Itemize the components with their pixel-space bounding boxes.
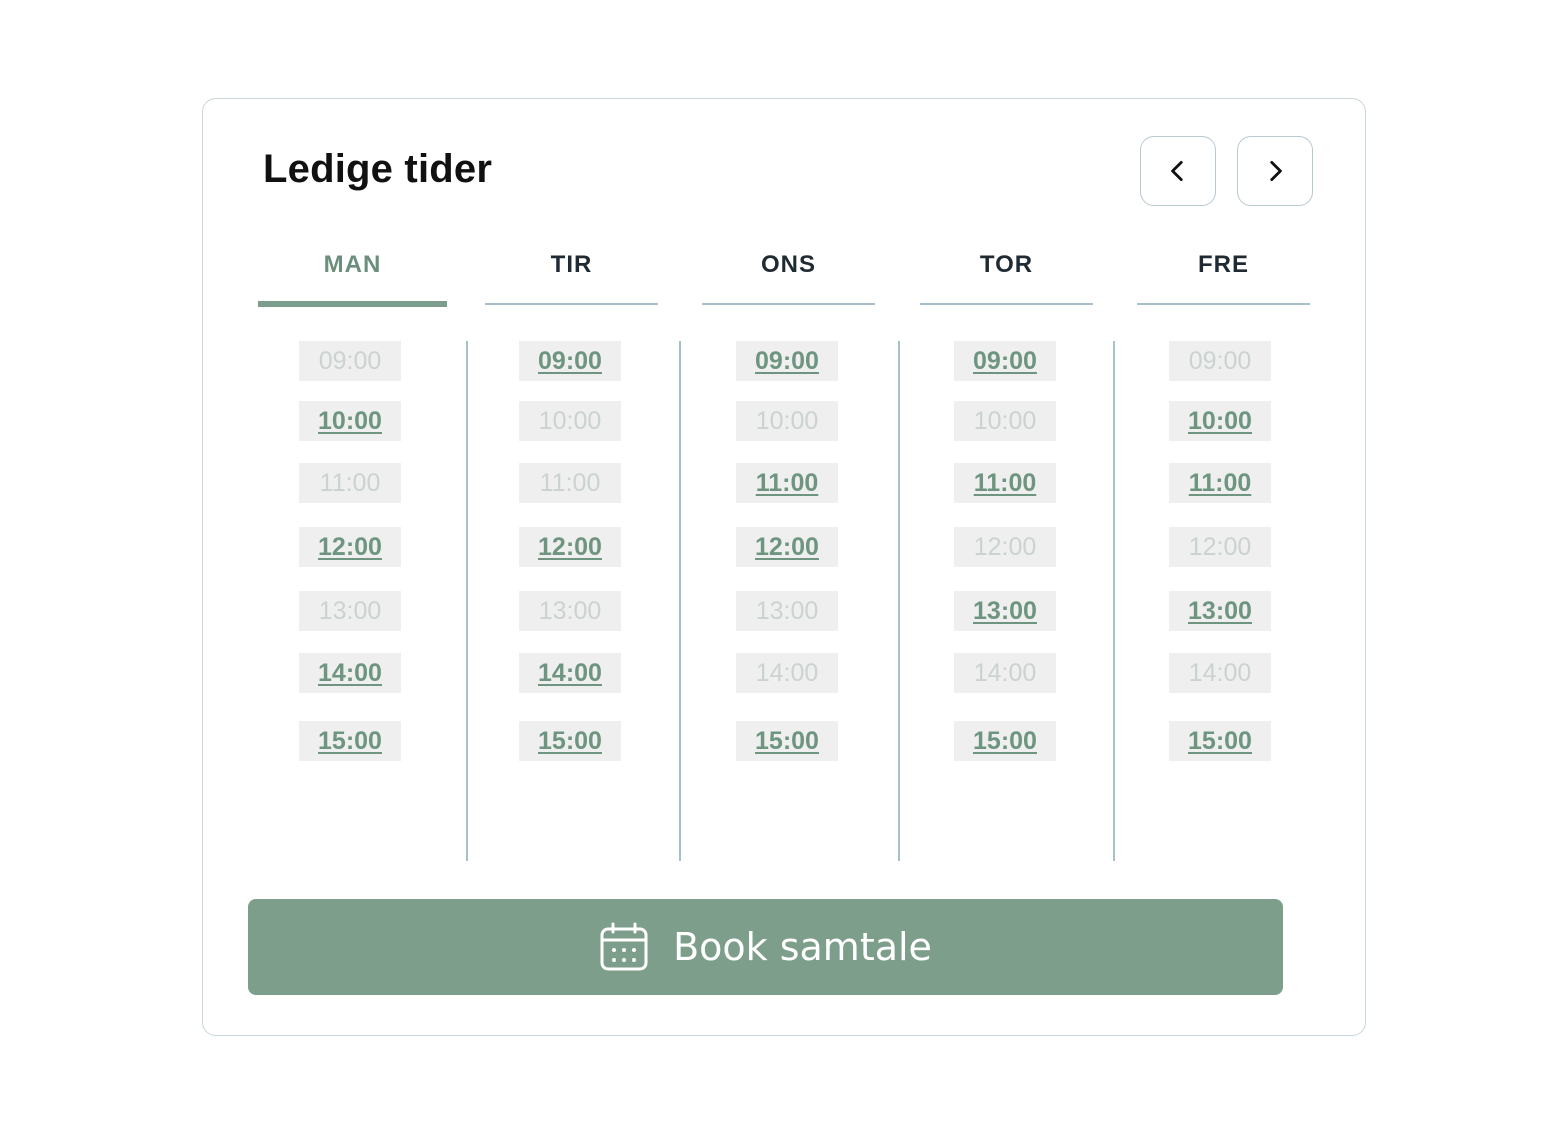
time-slot-tor-1400: 14:00 (954, 653, 1056, 693)
time-slot-fre-1100[interactable]: 11:00 (1169, 463, 1271, 503)
time-slot-man-1300: 13:00 (299, 591, 401, 631)
time-slot-tir-0900[interactable]: 09:00 (519, 341, 621, 381)
column-divider (679, 341, 681, 861)
time-slot-ons-1400: 14:00 (736, 653, 838, 693)
time-slot-ons-1200[interactable]: 12:00 (736, 527, 838, 567)
time-slot-tir-1000: 10:00 (519, 401, 621, 441)
time-slot-man-1100: 11:00 (299, 463, 401, 503)
chevron-right-icon (1270, 160, 1282, 182)
time-slot-fre-1300[interactable]: 13:00 (1169, 591, 1271, 631)
time-slot-ons-0900[interactable]: 09:00 (736, 341, 838, 381)
calendar-icon (600, 922, 648, 971)
time-slot-ons-1300: 13:00 (736, 591, 838, 631)
column-divider (898, 341, 900, 861)
time-slot-fre-0900: 09:00 (1169, 341, 1271, 381)
time-slot-man-1000[interactable]: 10:00 (299, 401, 401, 441)
time-slot-tir-1400[interactable]: 14:00 (519, 653, 621, 693)
tab-tor[interactable]: TOR (920, 249, 1093, 305)
time-slot-man-1500[interactable]: 15:00 (299, 721, 401, 761)
time-slot-man-0900: 09:00 (299, 341, 401, 381)
tab-ons[interactable]: ONS (702, 249, 875, 305)
time-slot-tor-1300[interactable]: 13:00 (954, 591, 1056, 631)
tab-tir[interactable]: TIR (485, 249, 658, 305)
book-call-label: Book samtale (673, 925, 932, 969)
time-slot-ons-1100[interactable]: 11:00 (736, 463, 838, 503)
time-slot-tir-1200[interactable]: 12:00 (519, 527, 621, 567)
time-slot-man-1400[interactable]: 14:00 (299, 653, 401, 693)
time-slot-tor-1100[interactable]: 11:00 (954, 463, 1056, 503)
time-slot-tor-1200: 12:00 (954, 527, 1056, 567)
column-divider (1113, 341, 1115, 861)
tab-fre[interactable]: FRE (1137, 249, 1310, 305)
time-slot-tor-1500[interactable]: 15:00 (954, 721, 1056, 761)
time-slot-tir-1300: 13:00 (519, 591, 621, 631)
tab-man[interactable]: MAN (258, 249, 447, 307)
page-title: Ledige tider (263, 147, 493, 191)
time-slot-man-1200[interactable]: 12:00 (299, 527, 401, 567)
time-slot-fre-1000[interactable]: 10:00 (1169, 401, 1271, 441)
time-slot-ons-1000: 10:00 (736, 401, 838, 441)
previous-week-button[interactable] (1140, 136, 1216, 206)
time-slot-tir-1100: 11:00 (519, 463, 621, 503)
time-slot-tir-1500[interactable]: 15:00 (519, 721, 621, 761)
time-slot-fre-1500[interactable]: 15:00 (1169, 721, 1271, 761)
booking-card: Ledige tider MAN TIR ONS TOR FRE 09:00 10:00 1… (202, 98, 1366, 1036)
next-week-button[interactable] (1237, 136, 1313, 206)
chevron-left-icon (1171, 160, 1183, 182)
book-call-button[interactable]: Book samtale (248, 899, 1283, 995)
time-slot-tor-0900[interactable]: 09:00 (954, 341, 1056, 381)
time-slot-ons-1500[interactable]: 15:00 (736, 721, 838, 761)
time-slot-fre-1200: 12:00 (1169, 527, 1271, 567)
time-slot-fre-1400: 14:00 (1169, 653, 1271, 693)
time-slot-tor-1000: 10:00 (954, 401, 1056, 441)
column-divider (466, 341, 468, 861)
